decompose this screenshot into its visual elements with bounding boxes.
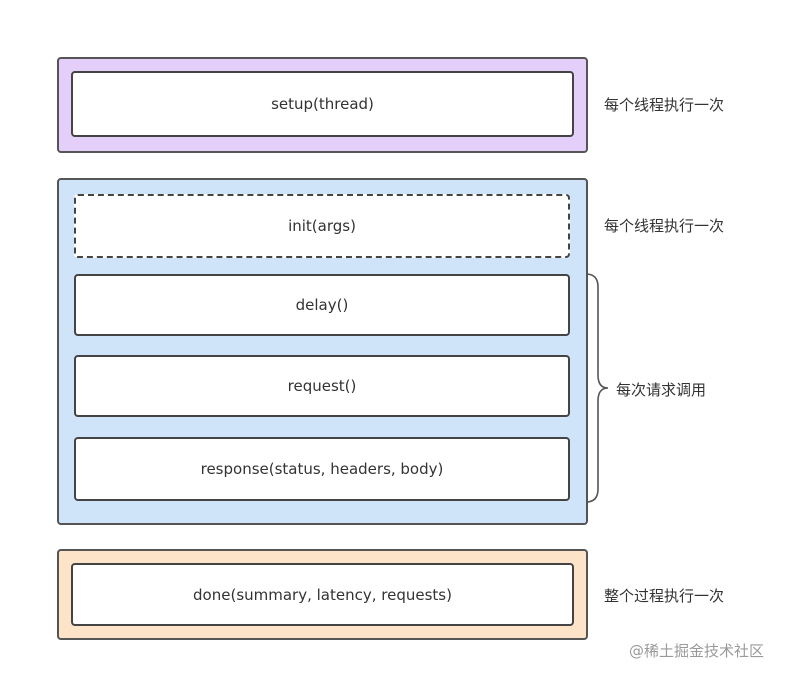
delay-label: delay() [295, 296, 349, 314]
init-note: 每个线程执行一次 [604, 217, 725, 235]
curly-brace [585, 273, 609, 503]
brace-note: 每次请求调用 [616, 381, 707, 399]
init-args-box: init(args) [74, 194, 570, 258]
done-label: done(summary, latency, requests) [193, 585, 452, 604]
init-args-label: init(args) [288, 217, 356, 235]
response-label: response(status, headers, body) [200, 460, 444, 478]
done-note: 整个过程执行一次 [604, 587, 725, 605]
watermark-text: @稀土掘金技术社区 [629, 642, 765, 660]
request-label: request() [287, 377, 357, 395]
request-box: request() [74, 355, 570, 417]
response-box: response(status, headers, body) [74, 437, 570, 501]
setup-thread-label: setup(thread) [271, 95, 374, 113]
setup-note: 每个线程执行一次 [604, 96, 725, 114]
setup-thread-box: setup(thread) [71, 71, 574, 137]
delay-box: delay() [74, 274, 570, 336]
done-box: done(summary, latency, requests) [71, 563, 574, 626]
